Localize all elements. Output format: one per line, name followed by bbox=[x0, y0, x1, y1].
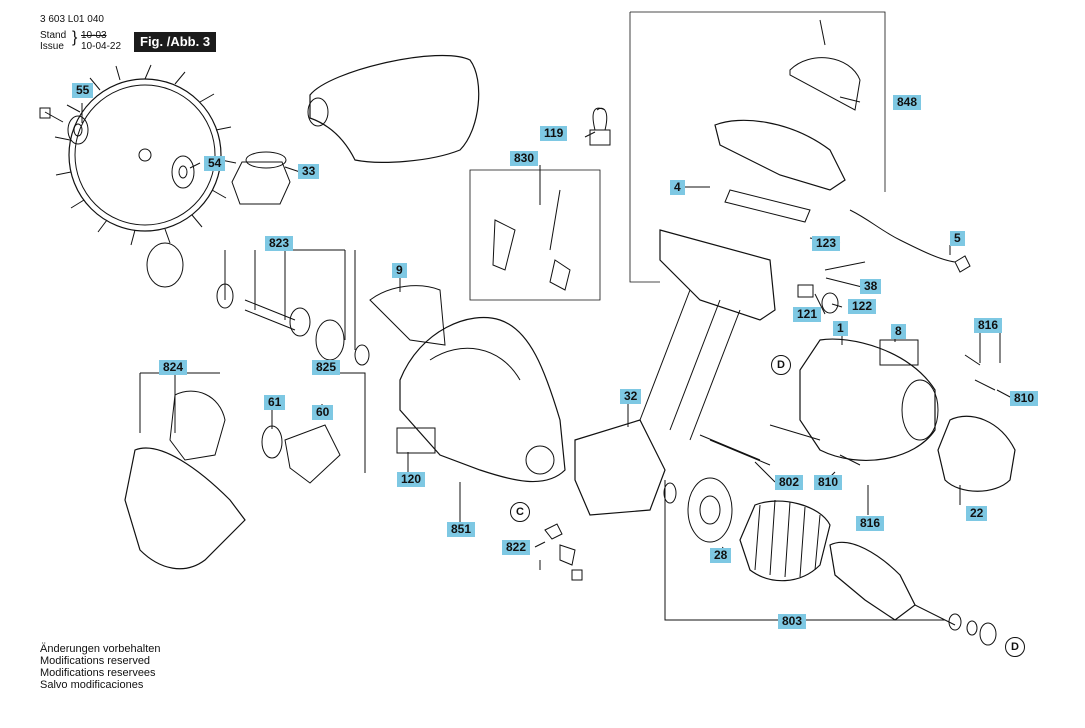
callout-38[interactable]: 38 bbox=[860, 279, 882, 294]
reference-marker-d: D bbox=[771, 355, 791, 375]
note-line: Modifications reservees bbox=[40, 667, 156, 679]
callout-810-bottom[interactable]: 810 bbox=[814, 475, 843, 490]
callout-825[interactable]: 825 bbox=[312, 360, 341, 375]
saw-blade-drawing bbox=[54, 64, 237, 246]
callout-802[interactable]: 802 bbox=[775, 475, 804, 490]
issue-label: Issue bbox=[40, 41, 64, 52]
callout-120[interactable]: 120 bbox=[397, 472, 426, 487]
callout-848[interactable]: 848 bbox=[893, 95, 922, 110]
callout-121[interactable]: 121 bbox=[793, 307, 822, 322]
callout-33[interactable]: 33 bbox=[298, 164, 320, 179]
note-line: Salvo modificaciones bbox=[40, 679, 144, 691]
callout-32[interactable]: 32 bbox=[620, 389, 642, 404]
brace-glyph: } bbox=[72, 29, 78, 46]
issue-value: 10-04-22 bbox=[81, 41, 122, 52]
callout-9[interactable]: 9 bbox=[392, 263, 407, 278]
note-line: Modifications reserved bbox=[40, 655, 151, 667]
callout-823[interactable]: 823 bbox=[265, 236, 294, 251]
callout-123[interactable]: 123 bbox=[812, 236, 841, 251]
callout-119[interactable]: 119 bbox=[540, 126, 568, 141]
callout-4[interactable]: 4 bbox=[670, 180, 685, 195]
figure-label: Fig. /Abb. 3 bbox=[134, 32, 217, 52]
reference-marker-d: D bbox=[1005, 637, 1025, 657]
notes-block: Änderungen vorbehalten Modifications res… bbox=[40, 643, 160, 691]
callout-61[interactable]: 61 bbox=[264, 395, 286, 410]
stand-label: Stand bbox=[40, 30, 67, 41]
stand-value: 10-03 bbox=[81, 30, 107, 41]
callout-5[interactable]: 5 bbox=[950, 231, 965, 246]
callout-816-bottom[interactable]: 816 bbox=[856, 516, 885, 531]
callout-22[interactable]: 22 bbox=[966, 506, 988, 521]
callout-810-top[interactable]: 810 bbox=[1010, 391, 1039, 406]
callout-851[interactable]: 851 bbox=[447, 522, 476, 537]
callout-824[interactable]: 824 bbox=[159, 360, 188, 375]
note-line: Änderungen vorbehalten bbox=[40, 643, 161, 655]
callout-55[interactable]: 55 bbox=[72, 83, 94, 98]
callout-830[interactable]: 830 bbox=[510, 151, 539, 166]
callout-28[interactable]: 28 bbox=[710, 548, 732, 563]
callout-803[interactable]: 803 bbox=[778, 614, 807, 629]
reference-marker-c: C bbox=[510, 502, 530, 522]
part-number: 3 603 L01 040 bbox=[40, 14, 104, 25]
callout-8[interactable]: 8 bbox=[891, 324, 906, 339]
callout-122[interactable]: 122 bbox=[848, 299, 877, 314]
callout-60[interactable]: 60 bbox=[312, 405, 334, 420]
callout-1[interactable]: 1 bbox=[833, 321, 848, 336]
callout-54[interactable]: 54 bbox=[204, 156, 226, 171]
callout-822[interactable]: 822 bbox=[502, 540, 531, 555]
callout-816-top[interactable]: 816 bbox=[974, 318, 1003, 333]
